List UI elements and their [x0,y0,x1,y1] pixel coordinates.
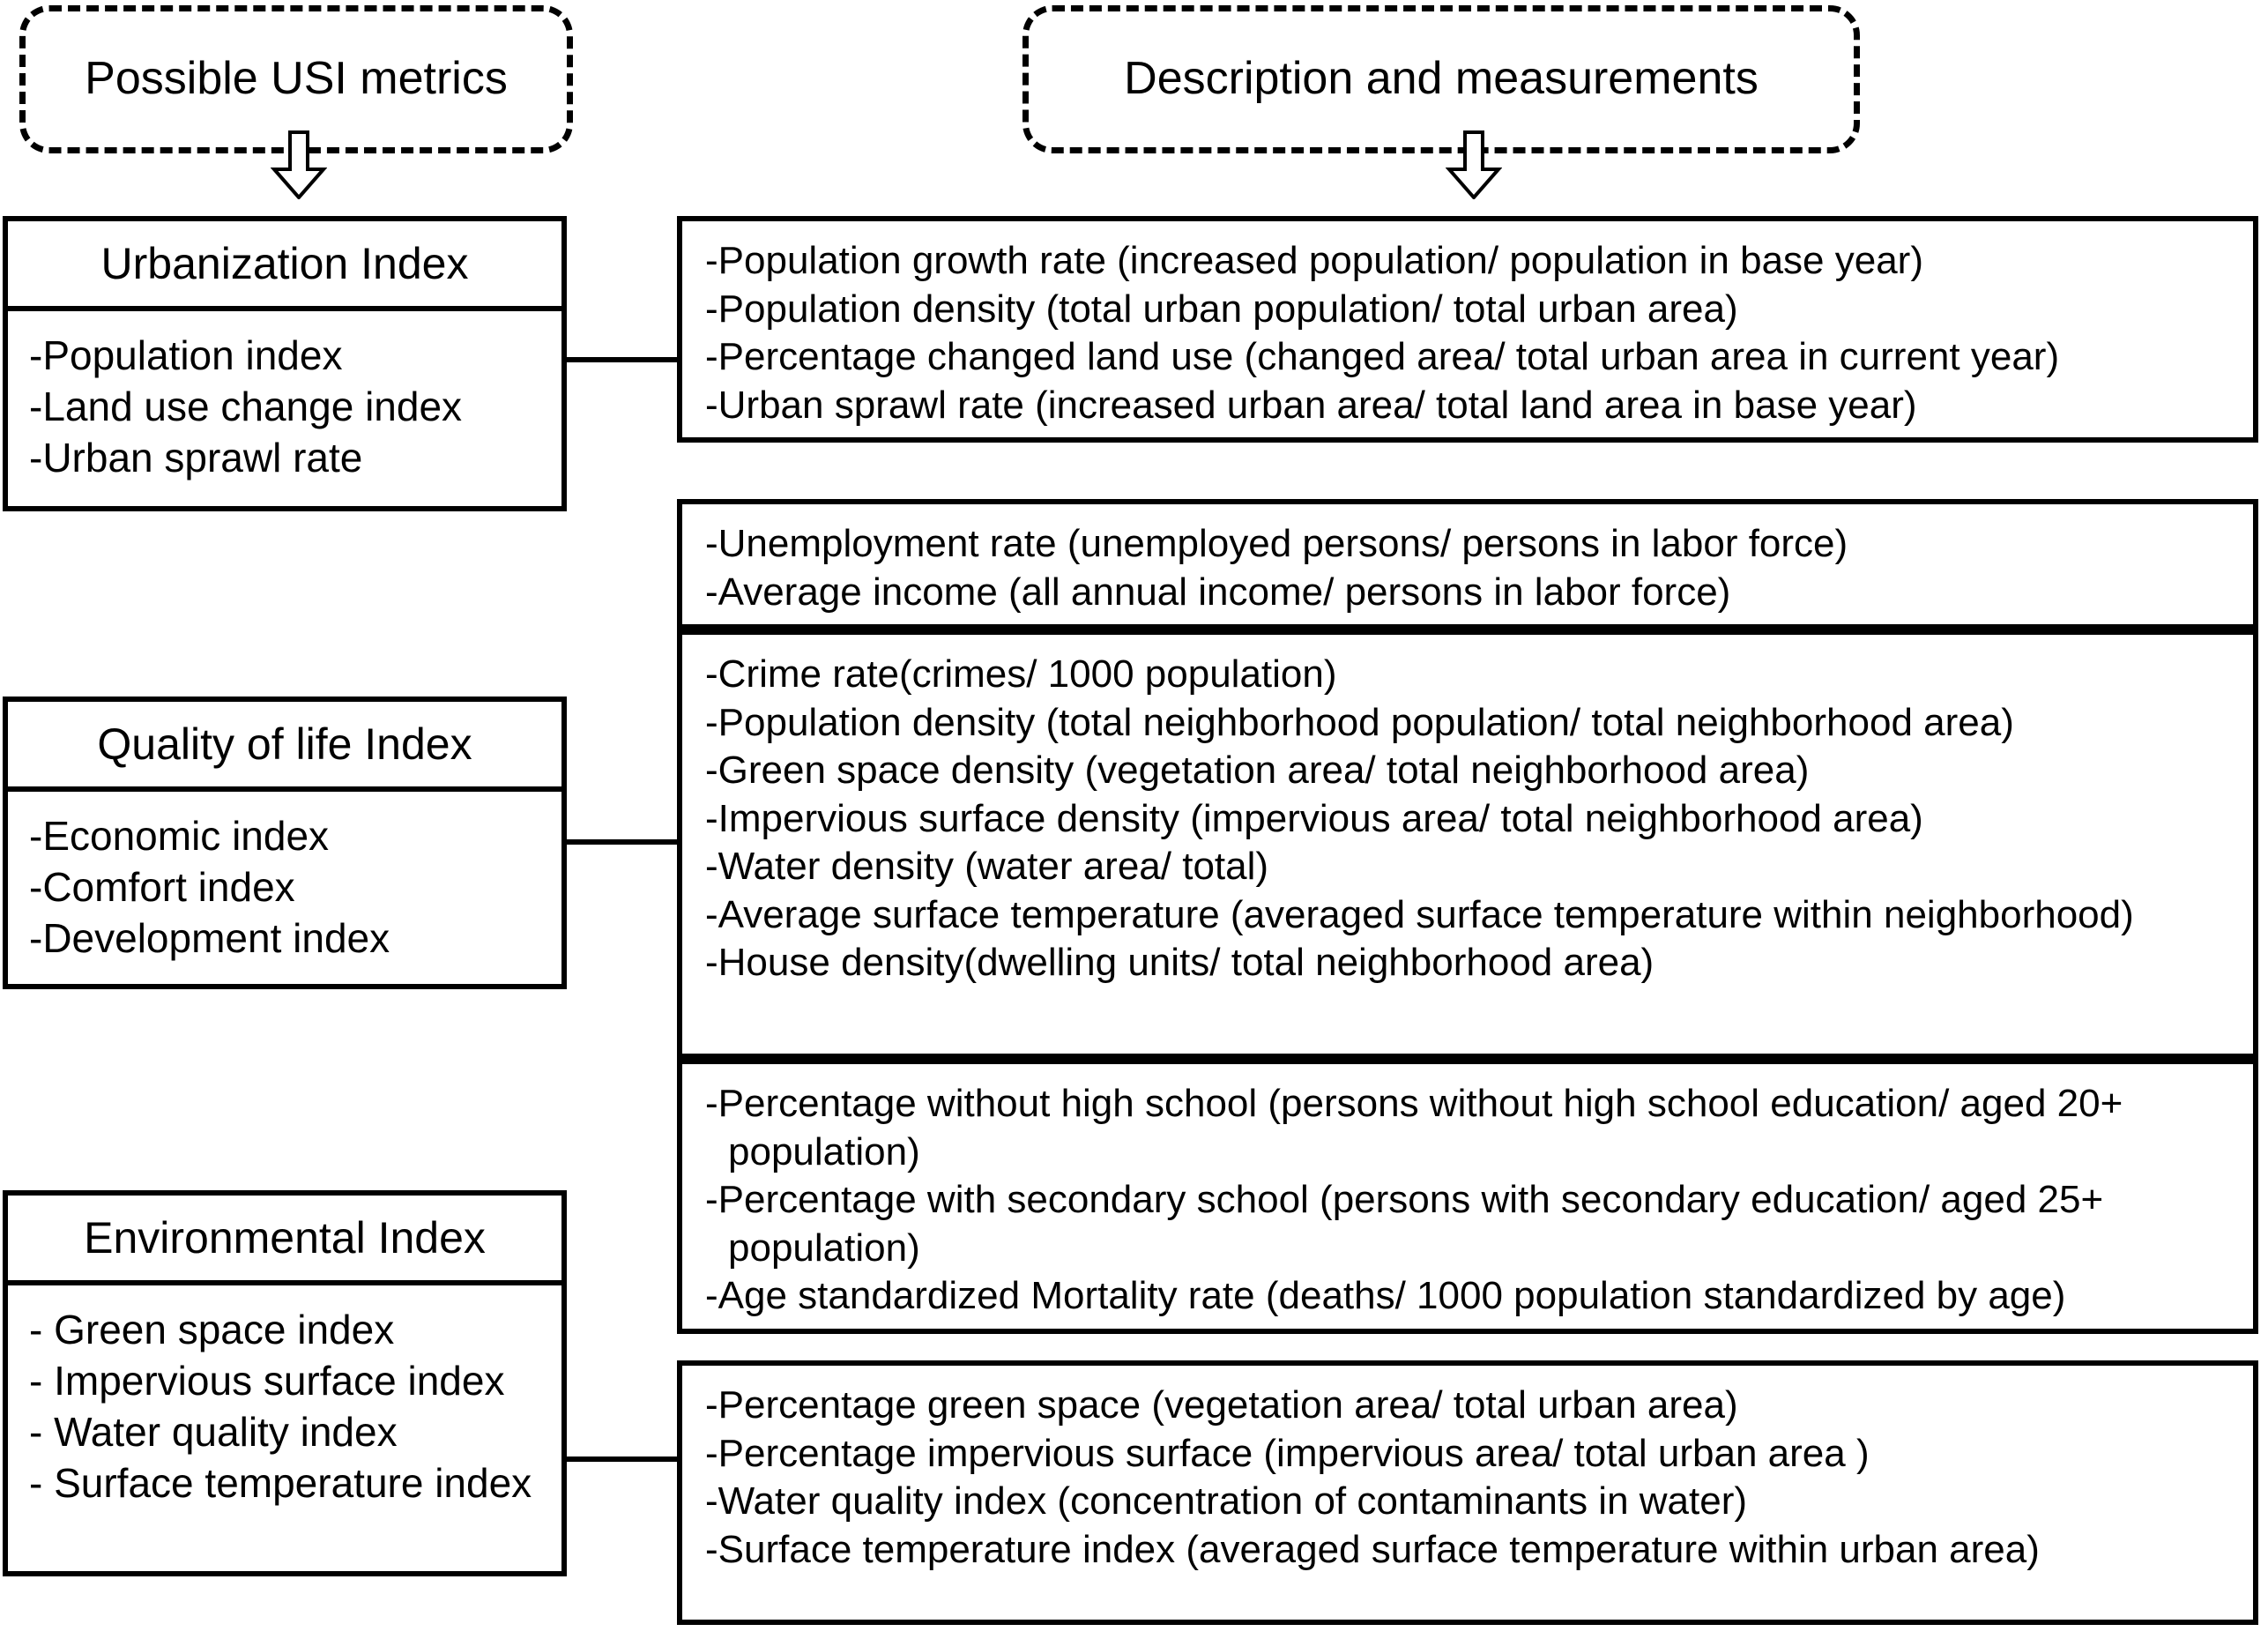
header-left-label: Possible USI metrics [85,53,508,105]
header-description-and-measurements: Description and measurements [1022,5,1860,153]
connector-environmental [564,1456,679,1462]
card-urbanization-index[interactable]: Urbanization Index -Population index -La… [3,216,567,511]
desc-line: -Percentage without high school (persons… [705,1082,2123,1125]
desc-line: -Percentage impervious surface (impervio… [705,1431,1870,1475]
card-environmental-index-title: Environmental Index [8,1196,561,1285]
list-item: - Water quality index [29,1408,398,1455]
desc-line: -Unemployment rate (unemployed persons/ … [705,522,1848,565]
card-urbanization-index-body: -Population index -Land use change index… [8,311,561,506]
header-possible-usi-metrics: Possible USI metrics [19,5,573,153]
card-quality-of-life-index-body: -Economic index -Comfort index -Developm… [8,792,561,984]
desc-line: -Surface temperature index (averaged sur… [705,1527,2040,1571]
list-item: - Green space index [29,1307,395,1352]
connector-quality-of-life [564,839,679,845]
list-item: -Land use change index [29,383,463,429]
desc-urbanization-measurements[interactable]: -Population growth rate (increased popul… [677,216,2258,443]
desc-line: -Average income (all annual income/ pers… [705,570,1731,614]
desc-line: -Population density (total neighborhood … [705,700,2014,744]
desc-environmental-measurements[interactable]: -Percentage green space (vegetation area… [677,1360,2258,1625]
desc-line: -Average surface temperature (averaged s… [705,892,2134,936]
desc-line: -Age standardized Mortality rate (deaths… [705,1274,2066,1318]
desc-line: -Percentage green space (vegetation area… [705,1383,1738,1427]
arrow-down-left-icon [271,130,327,199]
card-quality-of-life-index[interactable]: Quality of life Index -Economic index -C… [3,697,567,989]
header-right-label: Description and measurements [1124,53,1759,105]
card-quality-of-life-index-title: Quality of life Index [8,702,561,792]
card-urbanization-index-title: Urbanization Index [8,221,561,311]
card-environmental-index[interactable]: Environmental Index - Green space index … [3,1190,567,1576]
desc-line: -House density(dwelling units/ total nei… [705,941,1655,985]
arrow-down-right-icon [1446,130,1502,199]
desc-line: -Crime rate(crimes/ 1000 population) [705,652,1337,696]
desc-line: -Percentage with secondary school (perso… [705,1178,2104,1222]
connector-urbanization [564,357,679,362]
card-environmental-index-body: - Green space index - Impervious surface… [8,1285,561,1571]
list-item: -Development index [29,914,390,961]
desc-line-continuation: population) [728,1226,920,1270]
desc-development-measurements[interactable]: -Percentage without high school (persons… [677,1059,2258,1334]
desc-line-continuation: population) [728,1129,920,1173]
desc-line: -Urban sprawl rate (increased urban area… [705,383,1917,427]
desc-line: -Percentage changed land use (changed ar… [705,335,2060,379]
desc-line: -Impervious surface density (impervious … [705,796,1923,840]
list-item: - Surface temperature index [29,1459,532,1506]
desc-line: -Population growth rate (increased popul… [705,239,1923,282]
desc-line: -Green space density (vegetation area/ t… [705,749,1810,793]
list-item: -Population index [29,332,343,378]
desc-line: -Water density (water area/ total) [705,845,1269,889]
desc-line: -Water quality index (concentration of c… [705,1479,1748,1524]
desc-economic-measurements[interactable]: -Unemployment rate (unemployed persons/ … [677,499,2258,630]
list-item: -Economic index [29,813,330,859]
desc-line: -Population density (total urban populat… [705,287,1738,331]
list-item: -Urban sprawl rate [29,434,363,481]
list-item: -Comfort index [29,863,295,910]
desc-comfort-measurements[interactable]: -Crime rate(crimes/ 1000 population) -Po… [677,630,2258,1059]
list-item: - Impervious surface index [29,1357,505,1404]
